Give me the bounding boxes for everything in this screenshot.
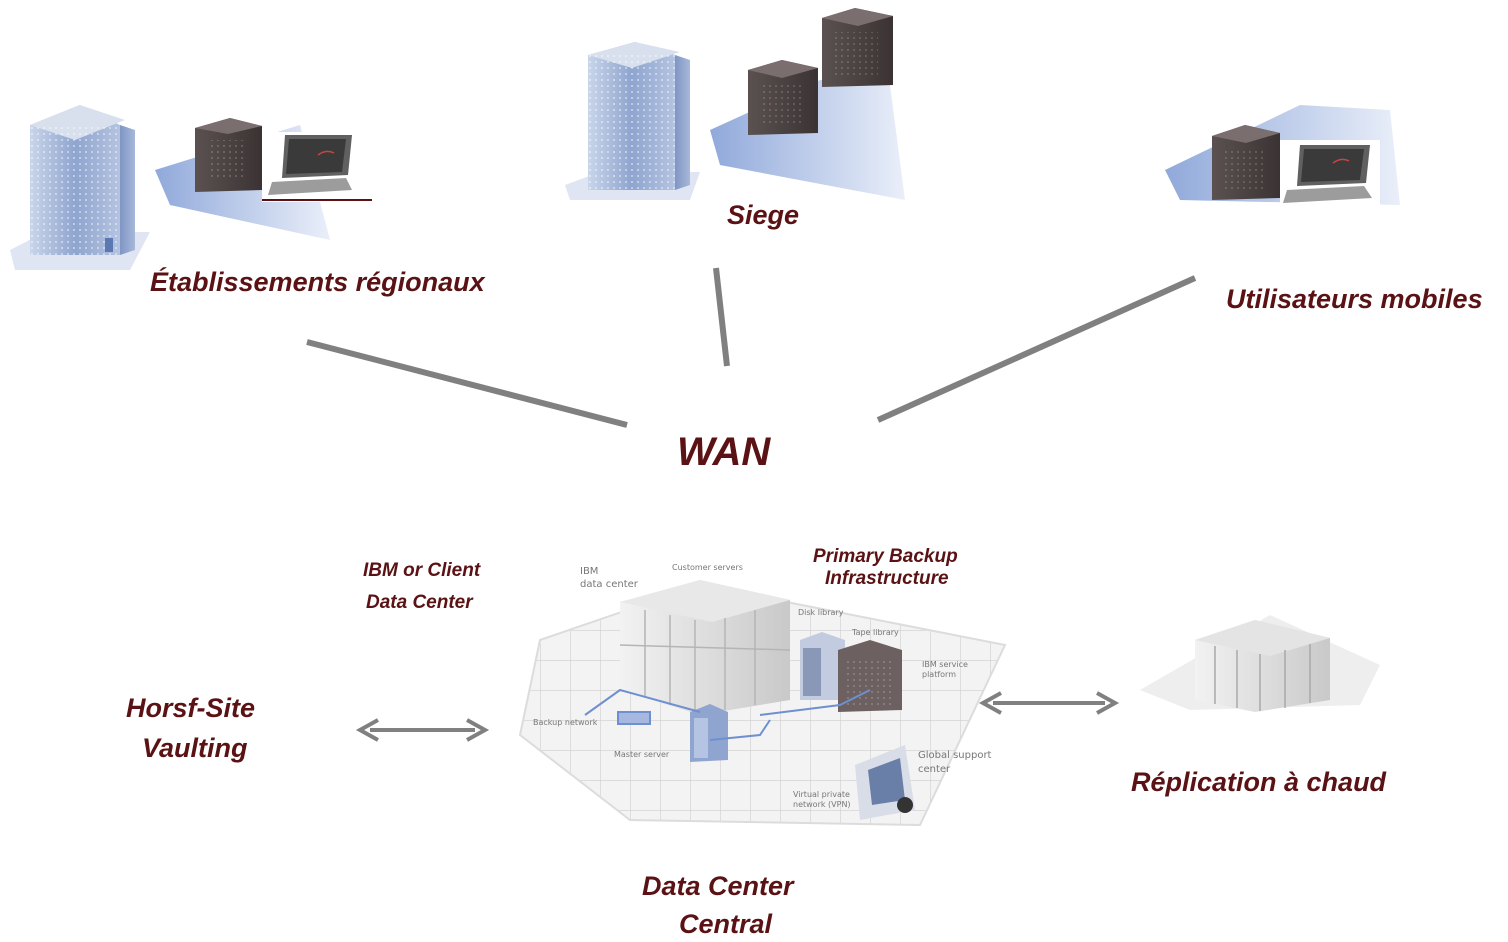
global-support-callout-line1: Global support bbox=[918, 750, 992, 761]
wan-connectors bbox=[306, 267, 1197, 428]
server-icon bbox=[822, 8, 893, 87]
laptop-icon bbox=[1280, 140, 1380, 208]
vpn-callout-line2: network (VPN) bbox=[793, 800, 851, 809]
master-server-callout: Master server bbox=[614, 750, 670, 759]
regional-offices-illustration bbox=[10, 105, 372, 270]
disk-library-icon bbox=[800, 632, 845, 700]
client-data-center-label-line2: Data Center bbox=[366, 592, 473, 613]
global-support-callout-line2: center bbox=[918, 764, 951, 775]
central-data-center-label-line2: Central bbox=[679, 909, 773, 939]
master-server-icon bbox=[690, 704, 728, 762]
connector-line bbox=[876, 275, 1197, 423]
ibm-data-center-callout-line2: data center bbox=[580, 579, 638, 590]
mobile-users-illustration bbox=[1165, 105, 1400, 208]
offsite-double-arrow bbox=[355, 718, 490, 742]
wan-label: WAN bbox=[677, 430, 771, 474]
offsite-vaulting-label-line1: Horsf-Site bbox=[126, 693, 256, 723]
headquarters-illustration bbox=[565, 8, 905, 200]
mobile-users-label: Utilisateurs mobiles bbox=[1226, 284, 1483, 314]
disk-library-callout: Disk library bbox=[798, 608, 844, 617]
server-icon bbox=[1212, 125, 1280, 200]
tape-library-icon bbox=[838, 640, 902, 712]
ibm-service-platform-callout-line1: IBM service bbox=[922, 660, 968, 669]
server-rack-icon bbox=[619, 580, 791, 715]
server-rack-icon bbox=[1195, 620, 1330, 712]
office-building-icon bbox=[30, 105, 135, 255]
connector-line bbox=[306, 339, 628, 428]
replication-label: Réplication à chaud bbox=[1131, 767, 1387, 797]
connector-line bbox=[713, 267, 730, 367]
office-building-icon bbox=[588, 42, 690, 190]
client-data-center-label-line1: IBM or Client bbox=[363, 560, 481, 581]
replication-double-arrow bbox=[978, 691, 1120, 715]
backup-network-callout: Backup network bbox=[533, 718, 598, 727]
primary-backup-label-line1: Primary Backup bbox=[813, 546, 958, 567]
regional-offices-label: Établissements régionaux bbox=[150, 267, 485, 297]
ibm-data-center-callout-line1: IBM bbox=[580, 566, 599, 577]
headquarters-label: Siege bbox=[727, 200, 800, 230]
primary-backup-label-line2: Infrastructure bbox=[825, 568, 949, 589]
tape-library-callout: Tape library bbox=[852, 628, 899, 637]
server-icon bbox=[195, 118, 262, 192]
ibm-service-platform-callout-line2: platform bbox=[922, 670, 956, 679]
offsite-vaulting-label-line2: Vaulting bbox=[142, 733, 248, 763]
global-support-center-icon bbox=[855, 745, 915, 820]
laptop-icon bbox=[262, 132, 372, 202]
replication-site-illustration bbox=[1140, 615, 1380, 712]
vpn-callout-line1: Virtual private bbox=[793, 790, 850, 799]
backup-network-lines bbox=[584, 688, 871, 741]
central-data-center-label-line1: Data Center bbox=[642, 871, 794, 901]
server-icon bbox=[748, 60, 818, 135]
central-data-center-illustration bbox=[518, 580, 1007, 827]
customer-servers-callout: Customer servers bbox=[672, 563, 743, 572]
